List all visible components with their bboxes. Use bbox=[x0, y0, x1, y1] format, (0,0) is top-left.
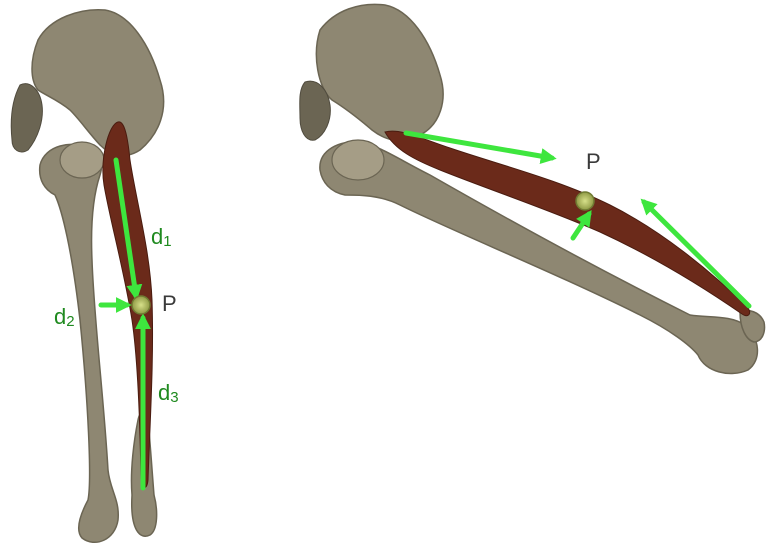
left-point-label: P bbox=[162, 291, 177, 316]
left-label-d1-base: d bbox=[151, 224, 163, 249]
right-leg-figure: P bbox=[300, 4, 765, 373]
left-femoral-head bbox=[60, 142, 104, 178]
right-pelvis-bone bbox=[316, 4, 443, 140]
left-leg-figure: P d1 d2 d3 bbox=[11, 10, 178, 543]
right-point-marker bbox=[576, 192, 594, 210]
left-sacrum-bone bbox=[11, 84, 42, 152]
left-label-d3-base: d bbox=[158, 380, 170, 405]
left-label-d3-sub: 3 bbox=[170, 389, 178, 406]
left-label-d1: d1 bbox=[151, 224, 172, 250]
left-label-d3: d3 bbox=[158, 380, 179, 406]
left-label-d1-sub: 1 bbox=[163, 233, 171, 250]
left-point-marker bbox=[132, 296, 150, 314]
left-label-d2: d2 bbox=[54, 304, 75, 330]
left-femur-bone bbox=[40, 144, 119, 542]
right-femoral-head bbox=[332, 140, 384, 180]
right-point-label: P bbox=[586, 149, 601, 174]
left-label-d2-base: d bbox=[54, 304, 66, 329]
left-pelvis-bone bbox=[32, 10, 164, 156]
left-label-d2-sub: 2 bbox=[66, 313, 74, 330]
